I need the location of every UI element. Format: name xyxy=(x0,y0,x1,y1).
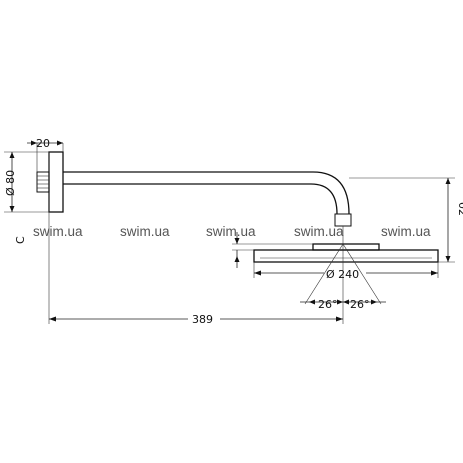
dimension-head-diameter: Ø 240 xyxy=(254,268,438,281)
shower-head xyxy=(253,226,439,263)
watermark-text: swim.ua xyxy=(294,224,344,239)
watermark-text: swim.ua xyxy=(120,224,170,239)
dimension-flange-diameter: Ø 80 C xyxy=(4,152,27,244)
flange-depth-label: 20 xyxy=(36,137,50,150)
spray-angle: 26° 26° xyxy=(300,243,386,311)
shower-arm xyxy=(63,171,352,227)
drop-height-label: 02 xyxy=(456,202,463,216)
dimension-head-thickness xyxy=(234,232,240,268)
wall-flange xyxy=(48,151,64,213)
watermark-text: swim.ua xyxy=(381,224,431,239)
flange-diameter-label: Ø 80 xyxy=(4,170,17,196)
spray-angle-left-label: 26° xyxy=(318,298,338,311)
flange-reference-label: C xyxy=(14,236,27,244)
watermark-row: swim.ua swim.ua swim.ua swim.ua swim.ua xyxy=(33,224,431,239)
head-diameter-label: Ø 240 xyxy=(326,268,359,281)
extension-lines xyxy=(4,143,455,324)
dimension-flange-depth: 20 xyxy=(27,137,63,150)
arm-reach-label: 389 xyxy=(192,313,213,326)
spray-angle-right-label: 26° xyxy=(350,298,370,311)
watermark-text: swim.ua xyxy=(33,224,83,239)
watermark-text: swim.ua xyxy=(206,224,256,239)
wall-connector-nut xyxy=(36,171,50,193)
dimension-drop-height: 02 xyxy=(445,178,463,262)
dimension-arm-reach: 389 xyxy=(49,313,343,326)
